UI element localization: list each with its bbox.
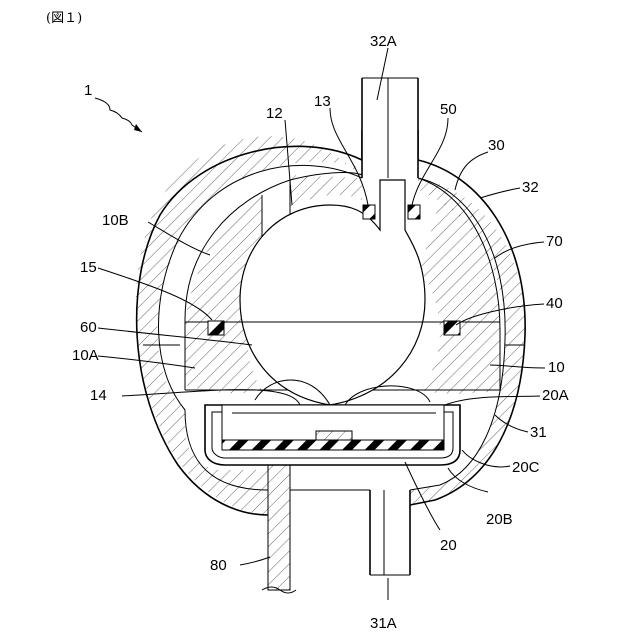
label-13: 13 (314, 93, 331, 110)
label-15: 15 (80, 259, 97, 276)
label-31: 31 (530, 424, 547, 441)
label-10A: 10A (72, 347, 99, 364)
label-20: 20 (440, 537, 457, 554)
spherical-cavity (240, 180, 430, 405)
label-20C: 20C (512, 459, 540, 476)
seal-50b (408, 205, 420, 219)
label-60: 60 (80, 319, 97, 336)
label-31A: 31A (370, 615, 397, 632)
label-10: 10 (548, 359, 565, 376)
table-20 (205, 405, 460, 465)
seal-15 (208, 321, 224, 335)
label-40: 40 (546, 295, 563, 312)
label-1: 1 (84, 82, 92, 99)
label-20A: 20A (542, 387, 569, 404)
label-14: 14 (90, 387, 107, 404)
label-10B: 10B (102, 212, 129, 229)
label-50: 50 (440, 101, 457, 118)
label-20B: 20B (486, 511, 513, 528)
label-80: 80 (210, 557, 227, 574)
label-32: 32 (522, 179, 539, 196)
reference-arrow (95, 98, 142, 132)
label-70: 70 (546, 233, 563, 250)
seal-50a (363, 205, 375, 219)
label-32A: 32A (370, 33, 397, 50)
label-12: 12 (266, 105, 283, 122)
figure-caption: (図１) (46, 11, 82, 26)
seal-40 (444, 321, 460, 335)
label-30: 30 (488, 137, 505, 154)
